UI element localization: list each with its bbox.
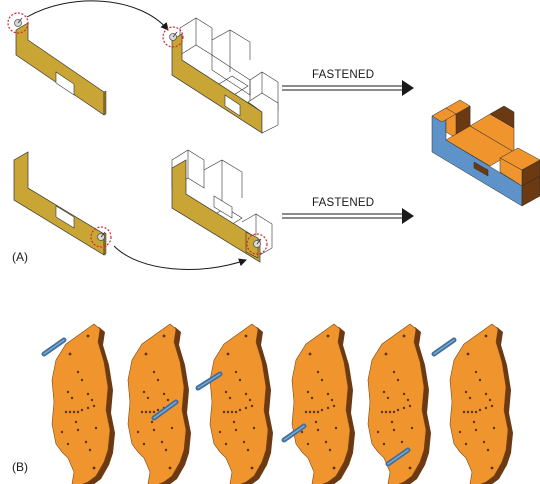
curved-arrow-icon	[113, 245, 247, 270]
fastener-marker-icon	[90, 226, 112, 248]
wireframe-assembly-bottom	[171, 149, 273, 257]
plate-b-1	[51, 323, 116, 484]
fastened-label-top: FASTENED	[312, 69, 375, 81]
plate-b-6	[449, 323, 514, 484]
fastener-marker-icon	[246, 233, 268, 255]
pin-icon	[431, 337, 457, 357]
plate-b-2	[127, 323, 192, 484]
plate-a-bottom-assembly	[171, 159, 261, 263]
plate-b-5	[367, 323, 432, 484]
plate-a-top-left	[15, 22, 107, 116]
double-arrow-icon	[282, 80, 414, 96]
pin-icon	[385, 447, 411, 467]
fastener-marker-icon	[7, 12, 29, 34]
double-arrow-icon	[282, 208, 414, 224]
panel-b-label: (B)	[12, 460, 28, 474]
pin-icon	[281, 423, 307, 443]
plate-b-4	[291, 323, 356, 484]
pin-icon	[41, 337, 67, 357]
pin-icon	[151, 399, 179, 421]
curved-arrow-icon	[26, 0, 169, 31]
fastened-label-bottom: FASTENED	[312, 197, 375, 209]
fastener-marker-icon	[162, 26, 184, 48]
panel-a-label: (A)	[12, 250, 28, 264]
pin-icon	[195, 371, 223, 391]
plate-a-bottom-left	[13, 151, 107, 256]
assembled-block	[431, 99, 540, 207]
plate-b-3	[209, 323, 274, 484]
